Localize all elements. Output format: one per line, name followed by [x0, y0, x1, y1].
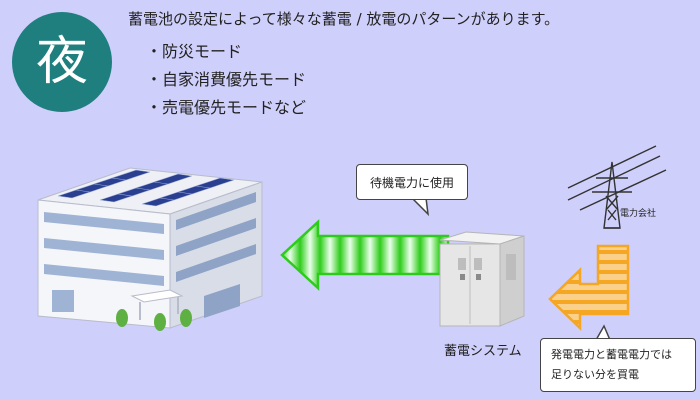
storage-system-label: 蓄電システム [444, 344, 522, 359]
mode-item-sell-priority: ・売電優先モードなど [146, 98, 307, 117]
storage-system-illustration [439, 231, 525, 327]
discharge-arrow [280, 219, 450, 291]
headline: 蓄電池の設定によって様々な蓄電 / 放電のパターンがあります。 [128, 10, 560, 28]
building-illustration [37, 167, 263, 331]
buy-callout-line2: 足りない分を買電 [551, 368, 639, 381]
power-company-label: 電力会社 [620, 209, 657, 219]
purchase-arrow [548, 244, 630, 331]
mode-item-disaster: ・防災モード [146, 42, 243, 61]
buy-callout: 発電電力と蓄電電力では 足りない分を買電 [540, 338, 696, 392]
mode-item-self-consumption: ・自家消費優先モード [146, 70, 307, 89]
night-badge-text: 夜 [35, 32, 88, 92]
standby-callout: 待機電力に使用 [356, 164, 468, 200]
standby-callout-tail [410, 197, 430, 217]
buy-callout-line1: 発電電力と蓄電電力では [551, 348, 672, 361]
standby-callout-text: 待機電力に使用 [369, 175, 454, 190]
night-badge: 夜 [12, 12, 112, 112]
power-tower-icon [567, 145, 667, 229]
